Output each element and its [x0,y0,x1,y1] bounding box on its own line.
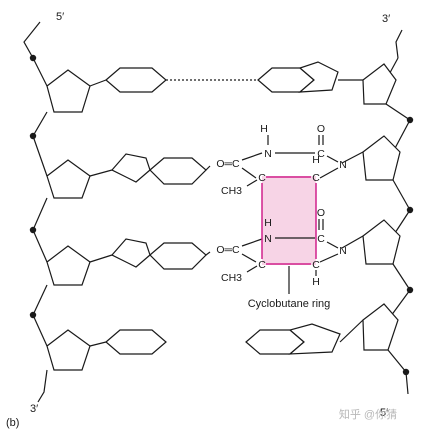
phosphate-dot [406,116,414,124]
atom-c: C [312,259,320,271]
cyclobutane-highlight [262,176,316,265]
end-label-5prime-top: 5′ [56,11,64,23]
sugar-pentagon [362,219,401,265]
phosphate-dot [406,286,414,294]
atom-c: C [312,172,320,184]
sugar-pentagon [46,329,91,371]
base-pair-row-4 [105,323,341,355]
left-backbone [23,21,48,403]
phosphate-dot [29,54,37,62]
base-row-2-left [111,153,211,185]
atom-h: H [264,217,272,229]
base-hexagon [105,67,167,93]
atom-h: H [260,123,268,135]
atom-o: O [317,123,325,135]
atom-carbonyl: O═C [216,244,240,256]
sugar-pentagon [362,135,401,181]
phosphate-dot [406,206,414,214]
atom-c: C [258,259,266,271]
atom-c: C [317,233,325,245]
atom-n: N [339,159,347,171]
base-pentagon [111,238,151,268]
atom-h: H [312,276,320,288]
atom-c: C [317,148,325,160]
atom-n: N [264,148,272,160]
end-label-3prime-top: 3′ [382,13,390,25]
glycosidic-bonds [89,79,364,347]
atom-n: N [339,245,347,257]
base-hexagon [149,157,207,185]
sugar-pentagon [362,63,397,105]
thymine-upper: H N O C O═C N CH3 C C H [216,123,346,197]
cyclobutane-ring-bonds [261,176,317,265]
phosphate-dot [402,368,410,376]
atom-methyl: CH3 [221,185,242,197]
base-pentagon [288,323,341,355]
phosphate-dot [29,311,37,319]
thymine-lower: O H N C O═C N CH3 C C H [216,207,346,288]
atom-n: N [264,233,272,245]
atom-o: O [317,207,325,219]
sugar-pentagon [46,245,91,286]
base-pentagon [111,153,151,183]
sugar-pentagon [46,159,91,199]
phosphate-dot [29,132,37,140]
atom-h: H [312,154,320,166]
sugar-pentagon [46,69,91,113]
sugar-pentagon [362,303,399,351]
end-label-3prime-bottom: 3′ [30,403,38,415]
right-backbone [385,29,414,395]
left-sugars [46,69,91,371]
right-sugars [362,63,401,351]
atom-c: C [258,172,266,184]
cyclobutane-ring-label: Cyclobutane ring [248,298,331,310]
base-hexagon [149,242,207,270]
base-row-3-left [111,238,211,270]
watermark: 知乎 @你猜 [339,407,397,421]
base-pair-row-1 [105,61,339,93]
phosphate-dot [29,226,37,234]
atom-carbonyl: O═C [216,158,240,170]
base-pentagon [298,61,339,93]
base-hexagon [105,329,167,355]
panel-label: (b) [6,417,19,429]
end-label-5prime-bottom: 5′ [380,407,388,419]
atom-methyl: CH3 [221,272,242,284]
